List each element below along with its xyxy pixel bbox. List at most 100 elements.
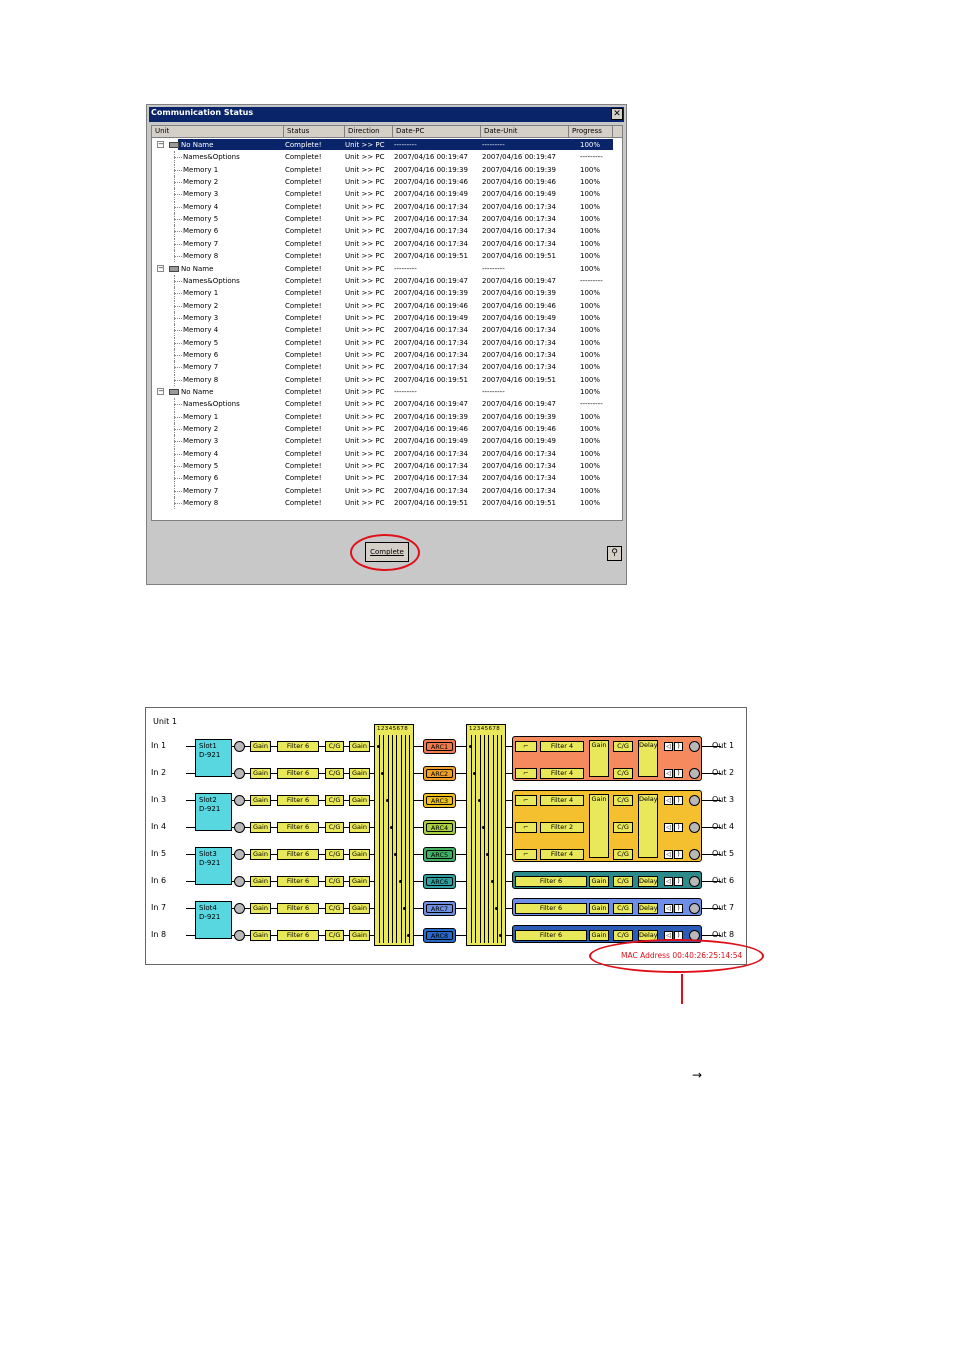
output-level-knob[interactable]	[689, 876, 700, 887]
output-cg-block[interactable]: C/G	[613, 795, 633, 806]
output-cg-block[interactable]: C/G	[613, 876, 633, 887]
input-gain-knob[interactable]	[234, 930, 245, 941]
input-cg-block[interactable]: C/G	[325, 741, 344, 752]
output-filter-block[interactable]: Filter 6	[515, 903, 587, 914]
output-crossover-icon[interactable]: ⌐	[515, 795, 537, 806]
input-gain-block[interactable]: Gain	[250, 876, 271, 887]
speaker-icon[interactable]: )	[674, 850, 683, 859]
input-gain2-block[interactable]: Gain	[349, 876, 370, 887]
input-gain2-block[interactable]: Gain	[349, 849, 370, 860]
collapse-icon[interactable]: −	[157, 140, 164, 148]
output-delay-block[interactable]: Delay	[638, 903, 658, 914]
collapse-icon[interactable]: −	[157, 387, 164, 395]
output-gain-block[interactable]: Gain	[589, 930, 609, 941]
output-crossover-icon[interactable]: ⌐	[515, 741, 537, 752]
input-gain2-block[interactable]: Gain	[349, 741, 370, 752]
output-crossover-icon[interactable]: ⌐	[515, 768, 537, 779]
output-cg-block[interactable]: C/G	[613, 930, 633, 941]
mute-icon[interactable]: ◁	[664, 742, 673, 751]
mute-icon[interactable]: ◁	[664, 877, 673, 886]
output-cg-block[interactable]: C/G	[613, 741, 633, 752]
input-gain-block[interactable]: Gain	[250, 930, 271, 941]
arc-block[interactable]: ARC4	[423, 820, 456, 835]
input-cg-block[interactable]: C/G	[325, 876, 344, 887]
input-gain-knob[interactable]	[234, 849, 245, 860]
arc-block[interactable]: ARC6	[423, 874, 456, 889]
input-gain2-block[interactable]: Gain	[349, 903, 370, 914]
output-filter-block[interactable]: Filter 2	[540, 822, 584, 833]
output-gain-block[interactable]: Gain	[589, 794, 609, 858]
output-filter-block[interactable]: Filter 4	[540, 849, 584, 860]
input-cg-block[interactable]: C/G	[325, 822, 344, 833]
collapse-icon[interactable]: −	[157, 263, 164, 272]
output-filter-block[interactable]: Filter 6	[515, 930, 587, 941]
status-list[interactable]: Unit Status Direction Date-PC Date-Unit …	[151, 125, 623, 521]
input-gain-knob[interactable]	[234, 876, 245, 887]
speaker-icon[interactable]: )	[674, 742, 683, 751]
arc-block[interactable]: ARC1	[423, 739, 456, 754]
output-delay-block[interactable]: Delay	[638, 794, 658, 858]
input-gain-block[interactable]: Gain	[250, 741, 271, 752]
mute-icon[interactable]: ◁	[664, 850, 673, 859]
column-header-status[interactable]: Status	[284, 126, 345, 137]
input-gain-block[interactable]: Gain	[250, 768, 271, 779]
input-gain2-block[interactable]: Gain	[349, 795, 370, 806]
input-cg-block[interactable]: C/G	[325, 849, 344, 860]
output-cg-block[interactable]: C/G	[613, 822, 633, 833]
output-filter-block[interactable]: Filter 6	[515, 876, 587, 887]
output-cg-block[interactable]: C/G	[613, 768, 633, 779]
input-gain-knob[interactable]	[234, 768, 245, 779]
input-cg-block[interactable]: C/G	[325, 795, 344, 806]
input-gain2-block[interactable]: Gain	[349, 768, 370, 779]
input-gain-knob[interactable]	[234, 741, 245, 752]
output-delay-block[interactable]: Delay	[638, 876, 658, 887]
speaker-icon[interactable]: )	[674, 769, 683, 778]
output-level-knob[interactable]	[689, 795, 700, 806]
speaker-icon[interactable]: )	[674, 904, 683, 913]
input-gain-block[interactable]: Gain	[250, 849, 271, 860]
input-filter-block[interactable]: Filter 6	[277, 741, 319, 752]
input-matrix[interactable]: 12345678	[374, 724, 414, 946]
input-gain-block[interactable]: Gain	[250, 822, 271, 833]
input-filter-block[interactable]: Filter 6	[277, 795, 319, 806]
output-level-knob[interactable]	[689, 768, 700, 779]
output-crossover-icon[interactable]: ⌐	[515, 849, 537, 860]
column-header-unit[interactable]: Unit	[152, 126, 284, 137]
column-header-date-pc[interactable]: Date-PC	[393, 126, 481, 137]
input-gain2-block[interactable]: Gain	[349, 822, 370, 833]
output-gain-block[interactable]: Gain	[589, 740, 609, 777]
output-crossover-icon[interactable]: ⌐	[515, 822, 537, 833]
input-filter-block[interactable]: Filter 6	[277, 849, 319, 860]
input-filter-block[interactable]: Filter 6	[277, 822, 319, 833]
mute-icon[interactable]: ◁	[664, 769, 673, 778]
input-gain2-block[interactable]: Gain	[349, 930, 370, 941]
input-gain-knob[interactable]	[234, 822, 245, 833]
output-delay-block[interactable]: Delay	[638, 740, 658, 777]
pin-icon[interactable]: ⚲	[607, 546, 622, 561]
input-filter-block[interactable]: Filter 6	[277, 930, 319, 941]
mute-icon[interactable]: ◁	[664, 904, 673, 913]
